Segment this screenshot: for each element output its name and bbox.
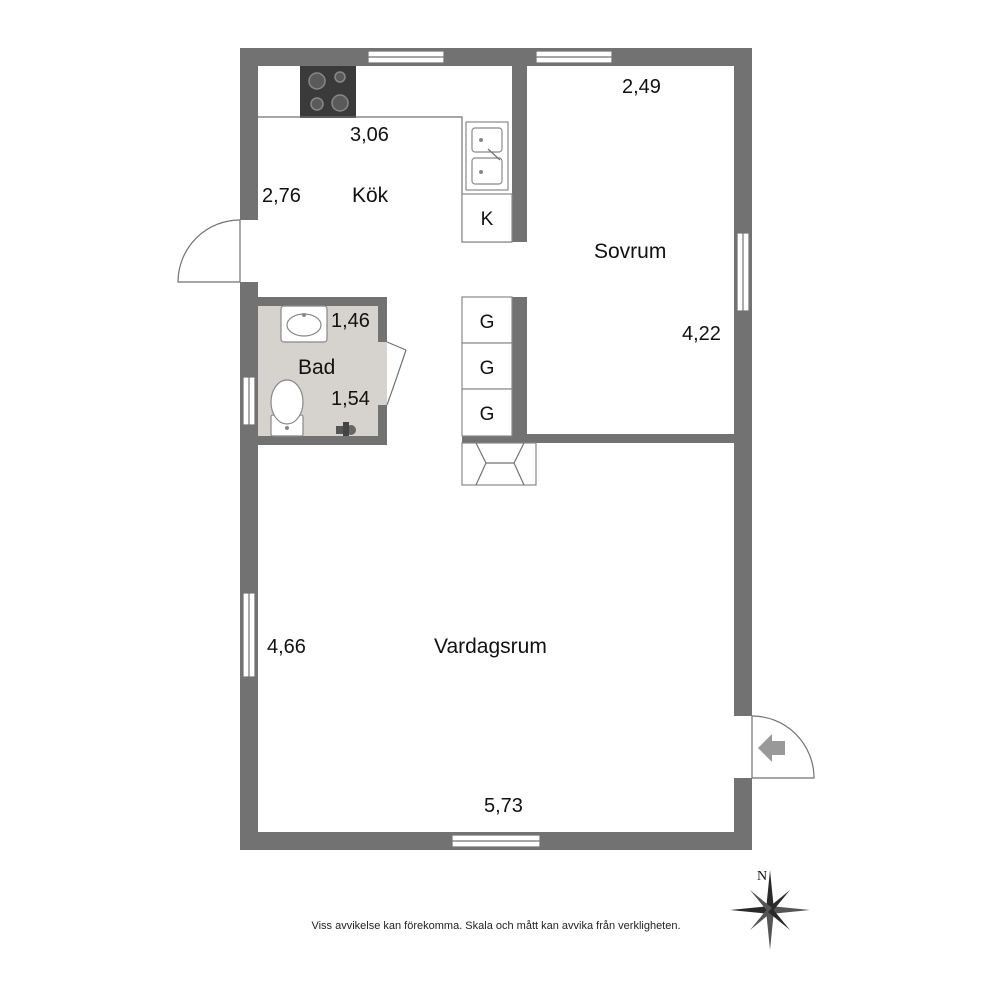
disclaimer-text: Viss avvikelse kan förekomma. Skala och … bbox=[311, 920, 681, 932]
wardrobe-3 bbox=[461, 388, 513, 437]
compass-icon bbox=[730, 870, 810, 950]
toilet-icon bbox=[270, 379, 304, 437]
wardrobe-2-label: G bbox=[480, 358, 495, 379]
sink-icon bbox=[465, 121, 509, 191]
door-west bbox=[177, 219, 241, 283]
fridge-label: K bbox=[481, 209, 494, 230]
dimension-kitchen-width: 3,06 bbox=[350, 124, 389, 146]
fireplace-icon bbox=[461, 442, 537, 486]
room-label-kitchen: Kök bbox=[352, 184, 389, 207]
stove-icon bbox=[300, 66, 356, 118]
dimension-bath-depth: 1,54 bbox=[331, 388, 370, 410]
door-entrance bbox=[751, 715, 815, 779]
compass-north-label: N bbox=[757, 869, 767, 884]
room-label-bathroom: Bad bbox=[298, 356, 335, 379]
dimension-kitchen-depth: 2,76 bbox=[262, 185, 301, 207]
washbasin-icon bbox=[280, 305, 328, 343]
room-label-living: Vardagsrum bbox=[434, 635, 547, 658]
dimension-bath-width: 1,46 bbox=[331, 310, 370, 332]
dimension-living-width: 5,73 bbox=[484, 795, 523, 817]
windows bbox=[242, 50, 750, 848]
wardrobe-1-label: G bbox=[480, 312, 495, 333]
wardrobe-2 bbox=[461, 342, 513, 390]
dimension-bedroom-depth: 4,22 bbox=[682, 323, 721, 345]
shower-tap-icon bbox=[336, 422, 356, 436]
interior-walls bbox=[240, 66, 734, 445]
wardrobe-3-label: G bbox=[480, 404, 495, 425]
dimension-living-depth: 4,66 bbox=[267, 636, 306, 658]
entrance-arrow-icon bbox=[758, 734, 785, 762]
dimension-bedroom-width: 2,49 bbox=[622, 76, 661, 98]
fridge bbox=[461, 193, 513, 243]
room-label-bedroom: Sovrum bbox=[594, 240, 666, 263]
door-bathroom bbox=[386, 341, 407, 406]
